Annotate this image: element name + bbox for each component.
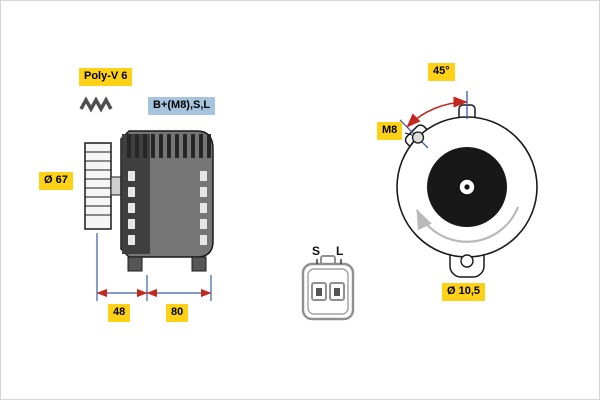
mount-hole-diameter-label: Ø 10,5 (442, 283, 486, 301)
angle-arc (406, 96, 468, 128)
shaft-nut (110, 176, 122, 196)
connector-terminal-s-label: S (312, 244, 321, 258)
mounting-foot-front (127, 256, 143, 272)
connector-terminal-l-label: L (336, 244, 344, 258)
m8-leader-line (404, 132, 413, 136)
alternator-body (120, 130, 214, 272)
shaft-center-dot (464, 184, 470, 190)
angle-45-label: 45° (428, 63, 455, 81)
connector-housing (301, 262, 355, 321)
terminal-l-pin (334, 288, 340, 296)
dimension-lines (96, 233, 212, 301)
connector-inner-outline (307, 268, 349, 315)
terminal-s-pin (316, 288, 322, 296)
pulley-diameter-label: Ø 67 (39, 172, 73, 190)
belt-profile-icon (79, 96, 113, 113)
lug-hole (460, 254, 474, 268)
dimension-48-label: 48 (108, 304, 131, 322)
cooling-fins (127, 134, 211, 158)
pulley-type-label: Poly-V 6 (79, 68, 133, 86)
terminal-pointer-ticks (316, 259, 342, 264)
vent-slots (128, 171, 207, 245)
mounting-foot-rear (191, 256, 207, 272)
m8-bolt-label: M8 (377, 122, 403, 140)
connector-detail (301, 255, 355, 321)
rotation-arrow (416, 206, 520, 243)
m8-bolt (411, 131, 425, 144)
terminal-label: B+(M8),S,L (148, 97, 216, 115)
alternator-rear-view (396, 91, 538, 278)
alternator-side-view (79, 96, 214, 301)
pulley (84, 142, 122, 230)
dimension-80-label: 80 (166, 304, 189, 322)
